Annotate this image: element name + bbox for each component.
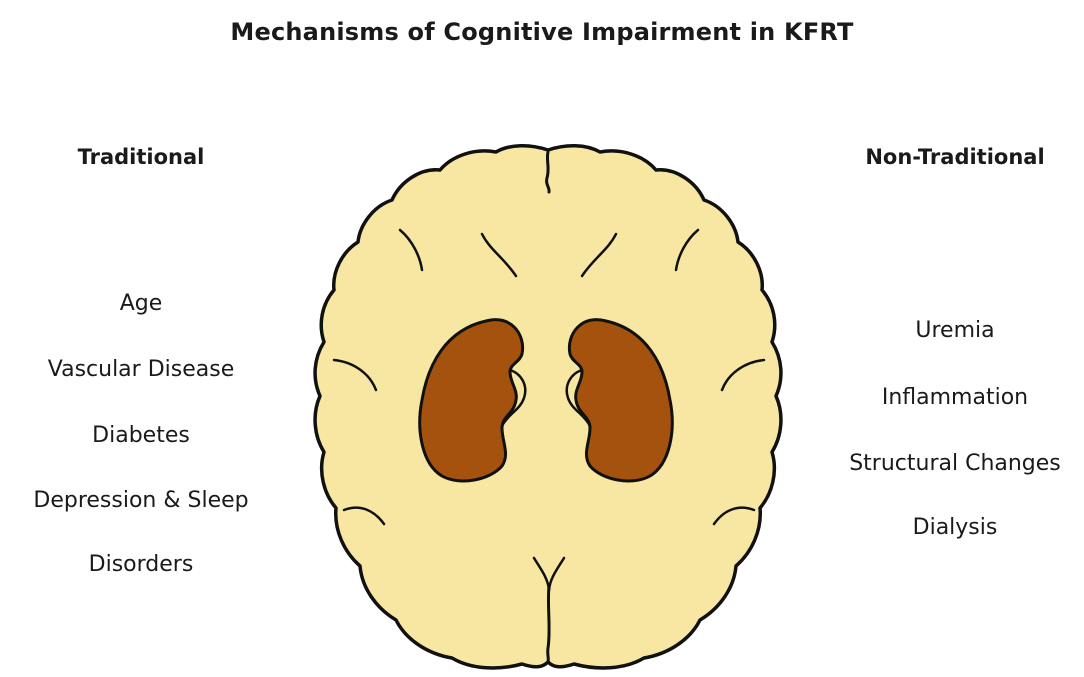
- non-traditional-item-inflammation: Inflammation: [881, 385, 1029, 410]
- traditional-item-age: Age: [119, 291, 163, 316]
- traditional-item-disorders: Disorders: [88, 552, 194, 577]
- fissure-bottom: [546, 584, 551, 664]
- kidney-right-hilum: [565, 368, 592, 428]
- sulcus-upper-left: [480, 232, 518, 278]
- kidney-right: [567, 318, 674, 483]
- sulcus-upper-right: [580, 232, 618, 278]
- non-traditional-item-structural-changes: Structural Changes: [849, 451, 1061, 476]
- non-traditional-item-uremia: Uremia: [915, 318, 995, 343]
- kidney-left-hilum: [500, 368, 527, 428]
- sulcus-left-3: [342, 506, 386, 526]
- kidney-icon: [565, 318, 674, 483]
- sulcus-right-1: [674, 228, 700, 272]
- fissure-top: [545, 150, 551, 194]
- kidney-left: [418, 318, 525, 483]
- sulcus-left-2: [332, 358, 378, 392]
- sulcus-right-2: [720, 358, 766, 392]
- sulcus-left-1: [398, 228, 424, 272]
- diagram-title: Mechanisms of Cognitive Impairment in KF…: [230, 18, 854, 46]
- non-traditional-column: Non-Traditional Uremia Inflammation Stru…: [826, 140, 1084, 540]
- traditional-item-depression-sleep: Depression & Sleep: [33, 488, 249, 513]
- traditional-item-vascular-disease: Vascular Disease: [47, 357, 235, 382]
- traditional-column: Traditional Age Vascular Disease Diabete…: [0, 140, 282, 577]
- sulcus-right-3: [712, 506, 756, 526]
- kidney-icon: [418, 318, 527, 483]
- non-traditional-item-dialysis: Dialysis: [912, 515, 998, 540]
- sulcus-bottom-right: [547, 556, 566, 592]
- traditional-item-diabetes: Diabetes: [92, 423, 190, 448]
- brain-icon: [313, 144, 783, 670]
- non-traditional-heading: Non-Traditional: [865, 145, 1045, 169]
- traditional-heading: Traditional: [77, 145, 205, 169]
